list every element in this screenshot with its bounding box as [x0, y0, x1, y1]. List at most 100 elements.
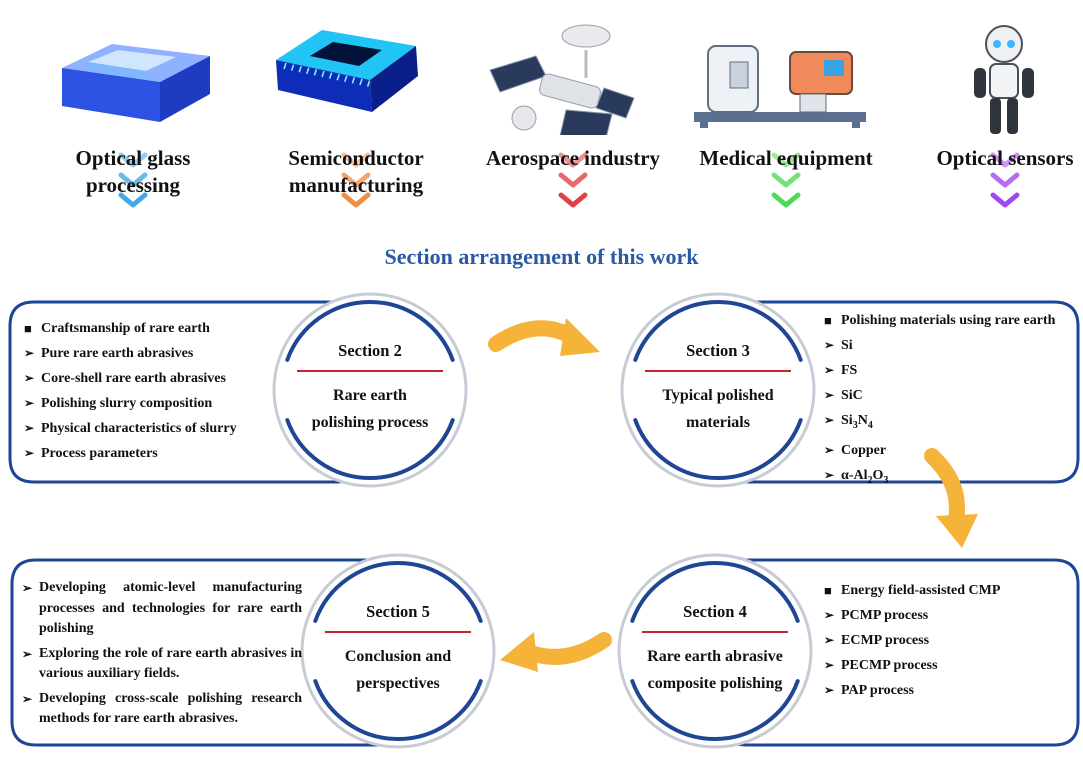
list-item: ➢ PECMP process: [824, 653, 1064, 678]
application-item: Optical glass processing: [33, 0, 233, 230]
chevrons-down-icon: [558, 152, 588, 208]
subscript: 3: [883, 474, 889, 486]
item-text: Pure rare earth abrasives: [41, 346, 194, 361]
list-item: ➢ Si3N4: [824, 408, 1074, 438]
section-subtitle-line: materials: [686, 414, 750, 431]
item-text: Polishing slurry composition: [41, 396, 213, 411]
arrow-bullet-icon: ➢: [24, 421, 35, 435]
chevrons-down-icon: [341, 152, 371, 208]
subscript: 2: [867, 474, 873, 486]
list-item: ➢ Pure rare earth abrasives: [24, 341, 296, 366]
section-items-s2: ■Craftsmanship of rare earth➢Pure rare e…: [24, 316, 296, 466]
arrow-bullet-icon: ➢: [824, 388, 835, 402]
section-title-s5: Section 5 Conclusion and perspectives: [318, 601, 478, 697]
section-frame-s4: [617, 553, 1080, 749]
lower-arc: [285, 418, 455, 481]
title-divider: [642, 631, 788, 633]
section-frame-s5: [10, 553, 496, 749]
section-items-s5: ➢ Developing atomic-level manufacturing p…: [22, 578, 302, 734]
section-frame-s3: [620, 292, 1080, 488]
arrow-bullet-icon: ➢: [824, 658, 835, 672]
section-items-s4: ■Energy field-assisted CMP➢PCMP process➢…: [824, 578, 1064, 703]
title-divider: [645, 370, 791, 372]
arrow-bullet-icon: ➢: [824, 608, 835, 622]
application-item: Medical equipment: [686, 0, 886, 230]
item-text: PCMP process: [841, 608, 929, 623]
section-number: Section 3: [686, 341, 750, 360]
square-bullet-icon: ■: [24, 321, 32, 336]
item-text: Exploring the role of rare earth abrasiv…: [39, 645, 302, 682]
lower-arc: [633, 418, 803, 481]
section-items-s3: ■ Polishing materials using rare earth ➢ Si…: [824, 308, 1074, 493]
list-item: ➢Copper: [824, 438, 1074, 463]
medical-equipment-icon: [694, 45, 866, 128]
square-bullet-icon: ■: [824, 583, 832, 598]
section-number: Section 4: [683, 602, 747, 621]
arrow-bullet-icon: ➢: [24, 446, 35, 460]
application-label: Medical equipment: [699, 146, 873, 170]
list-item: ➢ α-Al2O3: [824, 463, 1074, 493]
list-item: ■Energy field-assisted CMP: [824, 578, 1064, 603]
item-text: Core-shell rare earth abrasives: [41, 371, 226, 386]
list-item: ➢ Developing cross-scale polishing resear…: [22, 689, 302, 730]
arrow-bullet-icon: ➢: [22, 691, 33, 706]
headline: Section arrangement of this work: [384, 244, 699, 269]
arrow-bullet-icon: ➢: [824, 413, 835, 427]
arrow-bullet-icon: ➢: [824, 363, 835, 377]
arrow-bullet-icon: ➢: [24, 346, 35, 360]
list-item: ➢ Core-shell rare earth abrasives: [24, 366, 296, 391]
section-subtitle-line: polishing process: [311, 414, 429, 431]
flow-arrow: [488, 318, 600, 356]
arrow-bullet-icon: ➢: [22, 646, 33, 661]
item-text: Physical characteristics of slurry: [41, 421, 237, 436]
arrow-bullet-icon: ➢: [824, 338, 835, 352]
item-text: PAP process: [841, 683, 914, 698]
item-text: α-Al2O3: [841, 467, 889, 486]
arrow-bullet-icon: ➢: [22, 581, 33, 595]
item-text: FS: [841, 363, 858, 378]
list-item: ➢Process parameters: [24, 441, 296, 466]
item-text: Developing atomic-level manufacturing pr…: [39, 580, 302, 636]
application-label: Optical sensors: [936, 146, 1074, 170]
list-item: ➢ FS: [824, 358, 1074, 383]
lower-arc: [630, 679, 800, 742]
list-item: ➢ PCMP process: [824, 603, 1064, 628]
robot-icon: [974, 25, 1034, 134]
section-subtitle-line: Conclusion and: [344, 648, 452, 665]
arrow-bullet-icon: ➢: [24, 396, 35, 410]
application-item: Aerospace industry: [473, 0, 673, 230]
arrow-bullet-icon: ➢: [824, 467, 835, 482]
square-bullet-icon: ■: [824, 313, 832, 328]
item-text: Si: [841, 338, 853, 353]
list-item: ➢ Physical characteristics of slurry: [24, 416, 296, 441]
flow-arrow: [924, 448, 978, 548]
lower-arc: [313, 679, 483, 742]
upper-arc: [633, 299, 803, 362]
item-text: Developing cross-scale polishing researc…: [39, 690, 302, 727]
list-item: ➢ Exploring the role of rare earth abrasi…: [22, 644, 302, 685]
list-item: ➢ Polishing slurry composition: [24, 391, 296, 416]
upper-arc: [313, 560, 483, 623]
section-subtitle-line: perspectives: [356, 675, 440, 692]
chevrons-down-icon: [118, 152, 148, 208]
optical-glass-block-icon: [62, 44, 210, 122]
upper-arc: [630, 560, 800, 623]
arrow-bullet-icon: ➢: [24, 371, 35, 385]
list-item: ➢ECMP process: [824, 628, 1064, 653]
chevrons-down-icon: [771, 152, 801, 208]
list-item: ➢ SiC: [824, 383, 1074, 408]
section-subtitle-line: Rare earth abrasive: [647, 648, 783, 665]
item-text: Si3N4: [841, 413, 873, 431]
title-divider: [297, 370, 443, 372]
section-number: Section 5: [366, 602, 430, 621]
list-item: ■ Polishing materials using rare earth: [824, 308, 1074, 333]
item-text: Polishing materials using rare earth: [841, 313, 1056, 328]
item-text: PECMP process: [841, 658, 938, 673]
application-item: Optical sensors: [905, 0, 1083, 230]
item-text: SiC: [841, 388, 863, 403]
arrow-bullet-icon: ➢: [824, 683, 835, 697]
